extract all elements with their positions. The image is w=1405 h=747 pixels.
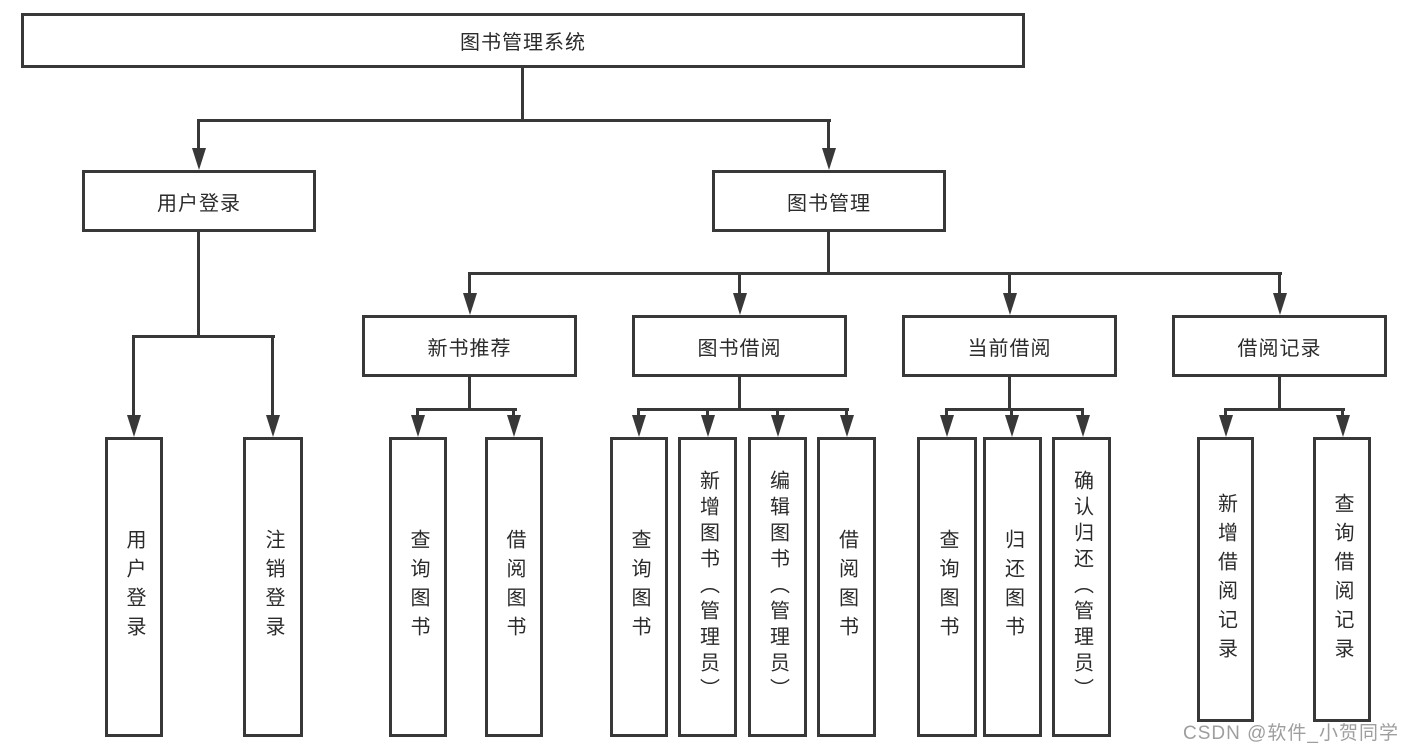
connector-line — [945, 408, 948, 417]
connector-line — [706, 408, 709, 417]
leaf-label: 查询图书 — [407, 529, 429, 645]
node-label: 图书管理 — [787, 192, 871, 215]
connector-line — [1278, 272, 1281, 294]
leaf-confirm-return-admin: 确认归还（管理员） — [1052, 437, 1111, 737]
node-label: 借阅记录 — [1237, 337, 1322, 360]
arrow-down-icon — [411, 415, 425, 437]
connector-line — [1341, 408, 1344, 417]
connector-line — [521, 68, 524, 120]
connector-line — [468, 272, 1282, 275]
connector-line — [132, 335, 275, 338]
arrow-down-icon — [1219, 415, 1233, 437]
connector-line — [1010, 408, 1013, 417]
arrow-down-icon — [733, 293, 747, 315]
arrow-down-icon — [632, 415, 646, 437]
connector-line — [468, 272, 471, 294]
arrow-down-icon — [1273, 293, 1287, 315]
leaf-query-books-borrowing: 查询图书 — [610, 437, 668, 737]
connector-line — [1224, 408, 1345, 411]
arrow-down-icon — [127, 415, 141, 437]
arrow-down-icon — [840, 415, 854, 437]
arrow-down-icon — [463, 293, 477, 315]
leaf-label: 注销登录 — [262, 529, 284, 645]
connector-line — [827, 232, 830, 275]
leaf-label: 查询借阅记录 — [1331, 492, 1353, 667]
leaf-add-borrow-record: 新增借阅记录 — [1197, 437, 1254, 722]
connector-line — [1278, 377, 1281, 411]
leaf-label: 查询图书 — [628, 529, 650, 645]
node-label: 图书管理系统 — [460, 32, 586, 54]
leaf-label: 编辑图书（管理员） — [766, 470, 789, 704]
leaf-borrow-books-newbooks: 借阅图书 — [485, 437, 543, 737]
leaf-query-borrow-record: 查询借阅记录 — [1313, 437, 1371, 722]
connector-line — [416, 408, 419, 417]
connector-line — [197, 119, 200, 150]
arrow-down-icon — [822, 148, 836, 170]
leaf-query-books-current: 查询图书 — [917, 437, 977, 737]
node-user-login: 用户登录 — [82, 170, 316, 232]
node-label: 用户登录 — [157, 192, 241, 215]
leaf-label: 新增借阅记录 — [1214, 492, 1237, 667]
leaf-borrow-books-borrowing: 借阅图书 — [817, 437, 876, 737]
connector-line — [1008, 377, 1011, 411]
connector-line — [416, 408, 517, 411]
node-borrow-records: 借阅记录 — [1172, 315, 1387, 377]
connector-line — [945, 408, 1084, 411]
leaf-add-books-admin: 新增图书（管理员） — [678, 437, 737, 737]
connector-line — [738, 272, 741, 294]
leaf-label: 用户登录 — [123, 529, 145, 645]
node-library-management-system: 图书管理系统 — [21, 13, 1025, 68]
leaf-label: 新增图书（管理员） — [696, 470, 719, 704]
leaf-label: 借阅图书 — [835, 529, 858, 645]
connector-line — [637, 408, 640, 417]
leaf-return-books: 归还图书 — [983, 437, 1042, 737]
connector-line — [197, 232, 200, 338]
connector-line — [468, 377, 471, 411]
arrow-down-icon — [1336, 415, 1350, 437]
node-current-borrowing: 当前借阅 — [902, 315, 1117, 377]
leaf-user-login: 用户登录 — [105, 437, 163, 737]
leaf-label: 查询图书 — [936, 529, 958, 645]
leaf-logout: 注销登录 — [243, 437, 303, 737]
connector-line — [1008, 272, 1011, 294]
csdn-watermark: CSDN @软件_小贺同学 — [1183, 723, 1399, 744]
arrow-down-icon — [771, 415, 785, 437]
leaf-label: 归还图书 — [1001, 529, 1024, 645]
node-label: 图书借阅 — [697, 337, 782, 360]
leaf-label: 确认归还（管理员） — [1070, 470, 1093, 704]
connector-line — [845, 408, 848, 417]
connector-line — [512, 408, 515, 417]
arrow-down-icon — [1076, 415, 1090, 437]
node-new-book-recommend: 新书推荐 — [362, 315, 577, 377]
leaf-edit-books-admin: 编辑图书（管理员） — [748, 437, 807, 737]
connector-line — [1224, 408, 1227, 417]
node-book-borrowing: 图书借阅 — [632, 315, 847, 377]
connector-line — [197, 119, 831, 122]
arrow-down-icon — [940, 415, 954, 437]
connector-line — [827, 119, 830, 150]
node-label: 当前借阅 — [967, 337, 1052, 360]
connector-line — [738, 377, 741, 411]
arrow-down-icon — [192, 148, 206, 170]
connector-line — [637, 408, 849, 411]
connector-line — [271, 335, 274, 416]
connector-line — [776, 408, 779, 417]
arrow-down-icon — [507, 415, 521, 437]
node-label: 新书推荐 — [427, 337, 512, 360]
arrow-down-icon — [1005, 415, 1019, 437]
arrow-down-icon — [701, 415, 715, 437]
node-book-management: 图书管理 — [712, 170, 946, 232]
arrow-down-icon — [1003, 293, 1017, 315]
leaf-label: 借阅图书 — [503, 529, 525, 645]
arrow-down-icon — [266, 415, 280, 437]
leaf-query-books-newbooks: 查询图书 — [389, 437, 447, 737]
connector-line — [132, 335, 135, 416]
connector-line — [1081, 408, 1084, 417]
